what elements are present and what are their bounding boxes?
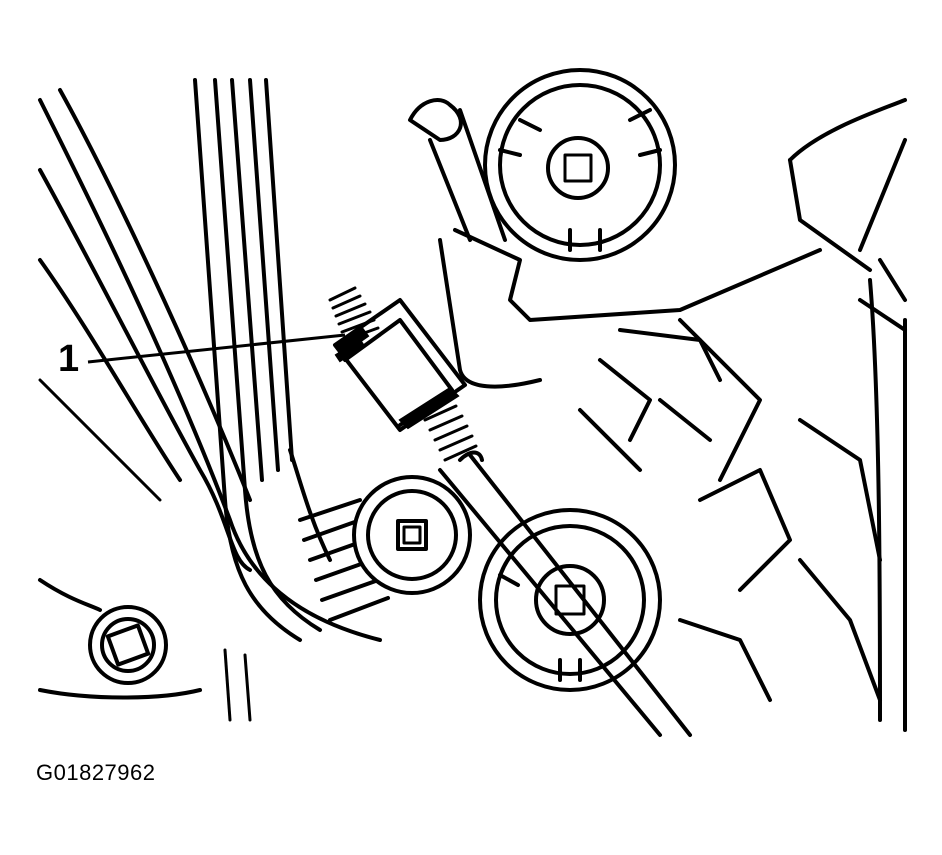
drive-belt bbox=[193, 78, 322, 722]
component-1-upper-spring bbox=[328, 286, 380, 342]
component-1-lower-spring bbox=[418, 394, 478, 462]
tensioner-arm-rod bbox=[438, 450, 692, 737]
upper-pulley bbox=[483, 68, 677, 262]
callout-1-label: 1 bbox=[58, 338, 80, 380]
idler-pulley bbox=[352, 475, 472, 595]
callout-1-leader-line bbox=[87, 333, 346, 364]
figure-id: G01827962 bbox=[36, 760, 156, 785]
left-engine-cover bbox=[38, 88, 382, 642]
mounting-bracket bbox=[408, 98, 907, 732]
mounting-bolt bbox=[38, 578, 202, 700]
tensioner-pulley bbox=[478, 508, 662, 692]
